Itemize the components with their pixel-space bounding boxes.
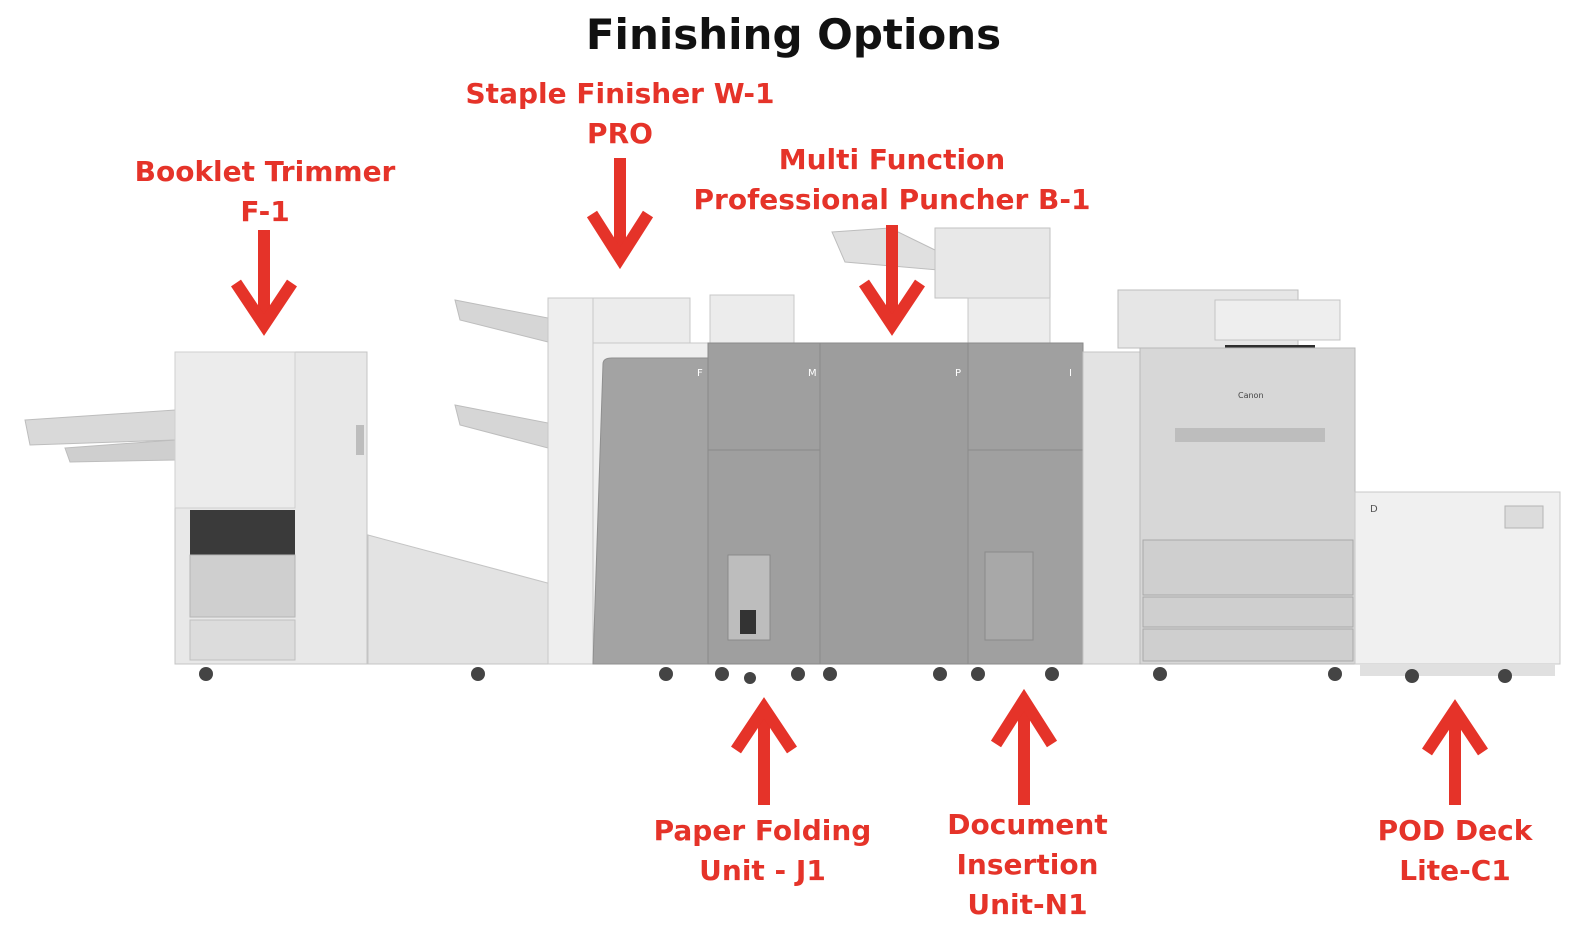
document-insertion-module [831,227,1084,681]
arrow-down-icon [231,230,297,336]
panel-marker: I [1069,368,1072,379]
label-line: Insertion [956,848,1099,881]
arrow-up-icon [731,697,797,805]
page-title: Finishing Options [585,10,1002,59]
label-line: Professional Puncher B-1 [693,183,1091,216]
canon-logo: Canon [1238,391,1264,400]
label-booklet-trimmer: Booklet Trimmer F-1 [115,152,415,232]
label-line: F-1 [240,195,290,228]
label-line: Unit - J1 [699,854,826,887]
label-document-insertion: Document Insertion Unit-N1 [915,805,1140,925]
label-paper-folding: Paper Folding Unit - J1 [630,811,895,891]
label-line: Lite-C1 [1399,854,1511,887]
arrow-down-icon [586,158,654,270]
arrow-down-icon [859,225,925,336]
panel-marker: M [808,368,817,379]
paper-folding-module [707,294,821,684]
panel-marker: F [697,368,703,379]
label-line: Document [947,808,1108,841]
label-line: Paper Folding [653,814,872,847]
label-line: POD Deck [1377,814,1533,847]
staple-finisher-module [454,297,711,681]
arrow-up-icon [1422,699,1488,805]
label-multi-function-puncher: Multi Function Professional Puncher B-1 [672,140,1112,220]
booklet-trimmer-module [24,351,368,681]
panel-marker: D [1370,504,1378,515]
label-line: Unit-N1 [967,888,1088,921]
main-printer [1117,289,1356,681]
callout-arrows [231,158,1488,805]
puncher-module [819,342,969,681]
label-line: PRO [587,117,653,150]
label-line: Staple Finisher W-1 [465,77,775,110]
label-line: Booklet Trimmer [134,155,396,188]
panel-marker: P [955,368,961,379]
stacker-base [367,534,556,681]
label-staple-finisher: Staple Finisher W-1 PRO [445,74,795,154]
label-pod-deck: POD Deck Lite-C1 [1345,811,1565,891]
label-line: Multi Function [778,143,1006,176]
connector-module [1082,351,1141,665]
arrow-up-icon [990,688,1058,805]
pod-deck-module [1354,491,1561,683]
